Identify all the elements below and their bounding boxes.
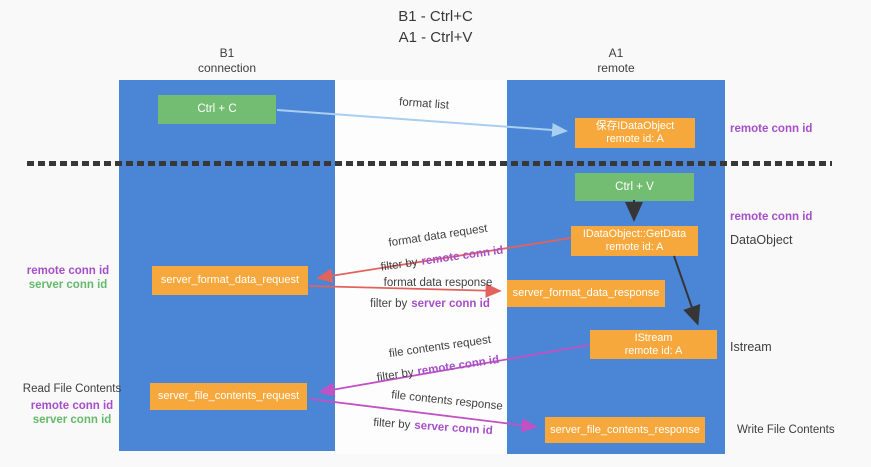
right-lane-header: A1 remote [507, 46, 725, 76]
left-file-contents-group: Read File Contents remote conn id server… [20, 382, 124, 427]
server-conn-id-side-label-left-2: server conn id [32, 414, 112, 426]
istream-side-label: Istream [730, 340, 772, 354]
ctrl-c-node: Ctrl + C [158, 95, 276, 124]
left-lane-name: B1 [219, 46, 235, 60]
save-idataobject-line-2: remote id: A [606, 133, 664, 145]
ctrl-c-label: Ctrl + C [197, 103, 237, 115]
right-lane-name: A1 [608, 46, 624, 60]
ctrl-v-node: Ctrl + V [575, 173, 694, 201]
diagram-title: B1 - Ctrl+C A1 - Ctrl+V [0, 6, 871, 48]
server-conn-id-text: server conn id [411, 298, 490, 310]
istream-node: IStream remote id: A [590, 330, 717, 359]
server-conn-id-side-label-left-1: server conn id [28, 279, 108, 291]
istream-line-2: remote id: A [624, 344, 683, 357]
server-file-contents-request-label: server_file_contents_request [157, 390, 300, 402]
ctrl-v-label: Ctrl + V [615, 180, 654, 193]
istream-line-1: IStream [634, 331, 673, 344]
left-conn-id-group-1: remote conn id server conn id [20, 264, 116, 292]
dashed-separator-line [27, 161, 832, 166]
save-idataobject-line-1: 保存IDataObject [595, 120, 675, 132]
title-line-2: A1 - Ctrl+V [398, 29, 473, 46]
server-format-data-request-node: server_format_data_request [152, 266, 308, 295]
write-file-contents-label: Write File Contents [737, 424, 835, 436]
filter-by-text: filter by [372, 416, 411, 432]
remote-conn-id-side-label-left-1: remote conn id [26, 265, 110, 277]
remote-conn-id-side-label-left-2: remote conn id [30, 400, 114, 412]
server-file-contents-response-label: server_file_contents_response [550, 423, 700, 436]
server-format-data-response-label: server_format_data_response [512, 287, 660, 299]
idataobject-getdata-line-2: remote id: A [605, 241, 664, 253]
idataobject-getdata-node: IDataObject::GetData remote id: A [571, 226, 698, 256]
read-file-contents-label: Read File Contents [22, 383, 122, 395]
left-lane-header: B1 connection [119, 46, 335, 76]
dataobject-side-label: DataObject [730, 233, 793, 247]
idataobject-getdata-line-1: IDataObject::GetData [582, 228, 687, 240]
remote-conn-id-side-label-top: remote conn id [730, 123, 813, 135]
server-format-data-request-label: server_format_data_request [160, 274, 300, 286]
right-lane-subtitle: remote [597, 61, 635, 75]
save-idataobject-node: 保存IDataObject remote id: A [575, 118, 695, 148]
filter-by-text: filter by [370, 298, 408, 310]
server-file-contents-response-node: server_file_contents_response [545, 417, 705, 443]
server-file-contents-request-node: server_file_contents_request [150, 383, 307, 410]
title-line-1: B1 - Ctrl+C [398, 8, 473, 25]
left-lane-subtitle: connection [197, 61, 257, 75]
remote-conn-id-side-label-mid: remote conn id [730, 211, 813, 223]
format-data-response-label: format data response [383, 277, 493, 289]
server-format-data-response-node: server_format_data_response [507, 280, 665, 307]
